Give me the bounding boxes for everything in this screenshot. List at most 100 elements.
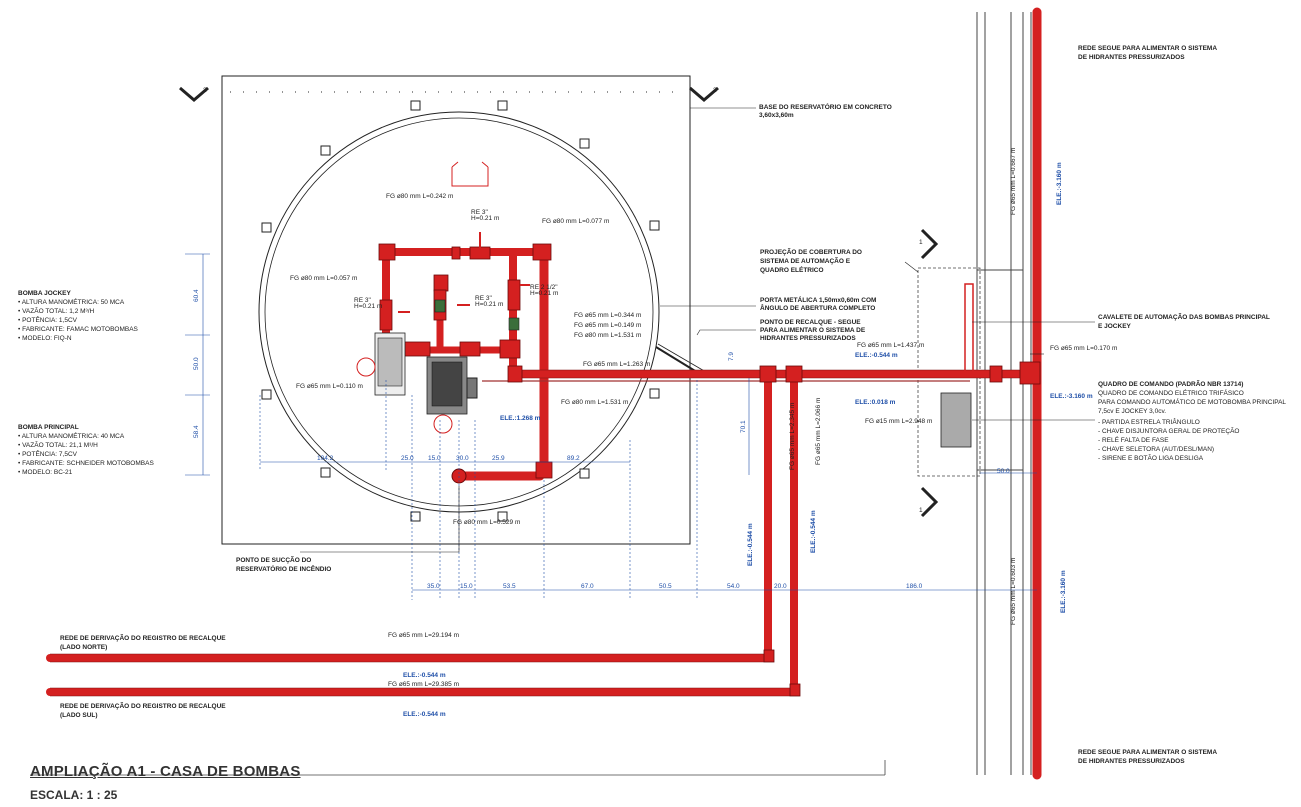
svg-text:H=0.21 m: H=0.21 m	[354, 303, 382, 310]
svg-text:54.0: 54.0	[727, 583, 740, 590]
svg-text:• MODELO: BC-21: • MODELO: BC-21	[18, 469, 73, 476]
building-wall	[976, 12, 1032, 775]
svg-text:FG ø65 mm L=29.194 m: FG ø65 mm L=29.194 m	[388, 632, 459, 639]
svg-text:FG ø65 mm L=0.603 m: FG ø65 mm L=0.603 m	[1010, 558, 1017, 625]
svg-text:FG ø65 mm L=0.110 m: FG ø65 mm L=0.110 m	[296, 383, 363, 390]
svg-text:RESERVATÓRIO DE INCÊNDIO: RESERVATÓRIO DE INCÊNDIO	[236, 564, 331, 573]
svg-text:ELE.:-3.160 m: ELE.:-3.160 m	[1060, 570, 1067, 613]
svg-text:15.0: 15.0	[460, 583, 473, 590]
svg-text:PARA COMANDO AUTOMÁTICO DE MOT: PARA COMANDO AUTOMÁTICO DE MOTOBOMBA PRI…	[1098, 397, 1286, 406]
svg-text:BOMBA PRINCIPAL: BOMBA PRINCIPAL	[18, 424, 79, 431]
svg-text:50.0: 50.0	[997, 468, 1010, 475]
svg-text:20.0: 20.0	[774, 583, 787, 590]
svg-text:BOMBA JOCKEY: BOMBA JOCKEY	[18, 290, 72, 297]
svg-text:ELE.:-0.544 m: ELE.:-0.544 m	[855, 352, 898, 359]
label-sul: REDE DE DERIVAÇÃO DO REGISTRO DE RECALQU…	[60, 701, 226, 719]
svg-text:- PARTIDA ESTRELA TRIÂNGULO: - PARTIDA ESTRELA TRIÂNGULO	[1098, 417, 1200, 426]
svg-text:FG ø80 mm L=0.529 m: FG ø80 mm L=0.529 m	[453, 519, 520, 526]
svg-text:FG ø65 mm L=0.667 m: FG ø65 mm L=0.667 m	[1010, 148, 1017, 215]
elevation-labels: ELE.:-0.544 m ELE.:0.018 m ELE.:-3.160 m…	[403, 162, 1093, 718]
svg-text:• ALTURA MANOMÉTRICA: 40 MCA: • ALTURA MANOMÉTRICA: 40 MCA	[18, 431, 125, 440]
svg-text:1: 1	[919, 239, 923, 246]
svg-text:50.0: 50.0	[193, 357, 200, 370]
svg-text:FG ø65 mm L=0.344 m: FG ø65 mm L=0.344 m	[574, 312, 641, 319]
svg-text:RE 2 1/2": RE 2 1/2"	[530, 284, 558, 291]
label-rede-top: REDE SEGUE PARA ALIMENTAR O SISTEMA DE H…	[1078, 45, 1217, 61]
svg-text:67.0: 67.0	[581, 583, 594, 590]
svg-text:DE HIDRANTES PRESSURIZADOS: DE HIDRANTES PRESSURIZADOS	[1078, 758, 1185, 765]
drawing-scale: ESCALA: 1 : 25	[30, 788, 118, 802]
svg-text:PONTO DE SUCÇÃO DO: PONTO DE SUCÇÃO DO	[236, 555, 311, 564]
svg-text:FG ø80 mm L=1.531 m: FG ø80 mm L=1.531 m	[574, 332, 641, 339]
control-panel	[940, 392, 972, 448]
svg-text:REDE DE DERIVAÇÃO DO REGISTRO: REDE DE DERIVAÇÃO DO REGISTRO DE RECALQU…	[60, 633, 226, 642]
svg-text:53.5: 53.5	[503, 583, 516, 590]
svg-text:H=0.21 m: H=0.21 m	[530, 290, 558, 297]
svg-text:70.1: 70.1	[740, 420, 747, 433]
section-mark-lower: 1	[919, 486, 939, 518]
label-recalque: PONTO DE RECALQUE - SEGUE PARA ALIMENTAR…	[760, 319, 866, 342]
svg-text:FG ø65 mm L=0.149 m: FG ø65 mm L=0.149 m	[574, 322, 641, 329]
svg-text:RE 3": RE 3"	[354, 297, 371, 304]
svg-text:H=0.21 m: H=0.21 m	[471, 215, 499, 222]
main-pump	[426, 356, 478, 434]
svg-text:3,60x3,60m: 3,60x3,60m	[759, 112, 794, 119]
svg-text:REDE DE DERIVAÇÃO DO REGISTRO: REDE DE DERIVAÇÃO DO REGISTRO DE RECALQU…	[60, 701, 226, 710]
dimension-lines	[185, 253, 1037, 600]
svg-text:SISTEMA DE AUTOMAÇÃO E: SISTEMA DE AUTOMAÇÃO E	[760, 256, 851, 265]
tank-anchors	[261, 100, 660, 522]
svg-text:FG ø80 mm L=0.057 m: FG ø80 mm L=0.057 m	[290, 275, 357, 282]
svg-text:ELE.:-3.160 m: ELE.:-3.160 m	[1050, 393, 1093, 400]
svg-text:- RELÉ FALTA DE FASE: - RELÉ FALTA DE FASE	[1098, 435, 1169, 444]
label-door: PORTA METÁLICA 1,50mx0,60m COM ÂNGULO DE…	[760, 295, 876, 312]
svg-text:FG ø15 mm L=2.948 m: FG ø15 mm L=2.948 m	[865, 418, 932, 425]
svg-text:• POTÊNCIA: 7,5CV: • POTÊNCIA: 7,5CV	[18, 449, 78, 458]
svg-text:2: 2	[203, 87, 207, 94]
svg-text:• ALTURA MANOMÉTRICA: 50 MCA: • ALTURA MANOMÉTRICA: 50 MCA	[18, 297, 125, 306]
svg-text:• FABRICANTE: SCHNEIDER MOTOBO: • FABRICANTE: SCHNEIDER MOTOBOMBAS	[18, 460, 154, 467]
svg-text:RE 3": RE 3"	[471, 209, 488, 216]
svg-text:ELE.:0.018 m: ELE.:0.018 m	[855, 399, 896, 406]
svg-text:FG ø80 mm L=1.531 m: FG ø80 mm L=1.531 m	[561, 399, 628, 406]
label-rede-bottom: REDE SEGUE PARA ALIMENTAR O SISTEMA DE H…	[1078, 749, 1217, 765]
svg-text:FG ø65 mm L=1.263 m: FG ø65 mm L=1.263 m	[583, 361, 650, 368]
svg-text:ELE.:-3.160 m: ELE.:-3.160 m	[1056, 162, 1063, 205]
svg-text:ELE.:-0.544 m: ELE.:-0.544 m	[810, 510, 817, 553]
svg-text:PONTO DE RECALQUE - SEGUE: PONTO DE RECALQUE - SEGUE	[760, 319, 861, 326]
jockey-specs: BOMBA JOCKEY • ALTURA MANOMÉTRICA: 50 MC…	[18, 290, 139, 342]
svg-text:ELE.:-0.544 m: ELE.:-0.544 m	[403, 711, 446, 718]
svg-text:FG ø65 mm L=29.385 m: FG ø65 mm L=29.385 m	[388, 681, 459, 688]
section-mark-upper: 1	[919, 228, 939, 260]
fittings	[378, 243, 1041, 697]
drawing-title: AMPLIAÇÃO A1 - CASA DE BOMBAS	[30, 763, 301, 780]
svg-text:• FABRICANTE: FAMAC MOTOBOMBAS: • FABRICANTE: FAMAC MOTOBOMBAS	[18, 326, 139, 333]
jockey-pump	[356, 332, 406, 396]
dimension-values: 60.4 50.0 58.4 70.1 7.9 50.0 104.2 25.0 …	[193, 289, 1010, 590]
label-cavalete: CAVALETE DE AUTOMAÇÃO DAS BOMBAS PRINCIP…	[1098, 312, 1270, 330]
svg-text:2: 2	[713, 87, 717, 94]
svg-text:PORTA METÁLICA 1,50mx0,60m COM: PORTA METÁLICA 1,50mx0,60m COM	[760, 295, 876, 304]
svg-text:QUADRO DE COMANDO ELÉTRICO TRI: QUADRO DE COMANDO ELÉTRICO TRIFÁSICO	[1098, 388, 1244, 397]
svg-text:ELE.:1.268 m: ELE.:1.268 m	[500, 415, 541, 422]
section-mark-right: 2	[689, 86, 719, 102]
label-base: BASE DO RESERVATÓRIO EM CONCRETO 3,60x3,…	[759, 102, 892, 119]
svg-text:ELE.:-0.544 m: ELE.:-0.544 m	[747, 523, 754, 566]
svg-text:50.5: 50.5	[659, 583, 672, 590]
svg-text:DE HIDRANTES PRESSURIZADOS: DE HIDRANTES PRESSURIZADOS	[1078, 54, 1185, 61]
svg-text:ELE.:-0.544 m: ELE.:-0.544 m	[403, 672, 446, 679]
svg-text:186.0: 186.0	[906, 583, 923, 590]
valve-labels: RE 3" H=0.21 m RE 2 1/2" H=0.21 m RE 3" …	[354, 209, 558, 310]
svg-text:25.0: 25.0	[401, 455, 414, 462]
svg-text:58.4: 58.4	[193, 425, 200, 438]
label-succao: PONTO DE SUCÇÃO DO RESERVATÓRIO DE INCÊN…	[236, 555, 331, 573]
svg-text:7.9: 7.9	[728, 352, 735, 361]
svg-text:BASE DO RESERVATÓRIO EM CONCRE: BASE DO RESERVATÓRIO EM CONCRETO	[759, 102, 892, 111]
svg-text:E JOCKEY: E JOCKEY	[1098, 323, 1132, 330]
label-norte: REDE DE DERIVAÇÃO DO REGISTRO DE RECALQU…	[60, 633, 226, 651]
svg-text:(LADO NORTE): (LADO NORTE)	[60, 644, 107, 651]
svg-text:• VAZÃO TOTAL: 1,2 M³/H: • VAZÃO TOTAL: 1,2 M³/H	[18, 306, 95, 315]
label-projection: PROJEÇÃO DE COBERTURA DO SISTEMA DE AUTO…	[760, 247, 862, 274]
pipe-network	[46, 7, 1042, 780]
svg-text:1: 1	[919, 507, 923, 514]
